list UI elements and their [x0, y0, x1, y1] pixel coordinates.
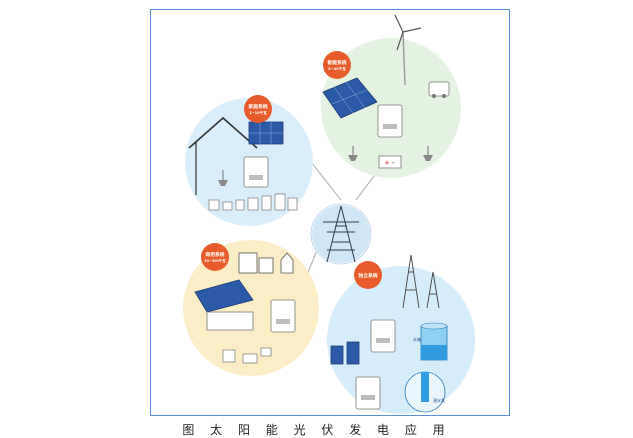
svg-text:-: - — [392, 159, 395, 167]
zone-independent: 水箱 潜水泵 独立系统 — [327, 254, 475, 414]
badge-independent: 独立系统 — [354, 261, 382, 289]
badge-household: 家庭系统 1~10千瓦 — [244, 95, 272, 123]
solar-panels-independent — [330, 341, 360, 365]
pump-well-icon: 潜水泵 — [404, 371, 446, 413]
solar-building — [194, 279, 254, 331]
tower-icons — [402, 254, 440, 309]
house-roof — [188, 116, 258, 149]
solar-panel-roof — [248, 121, 284, 145]
appliances-row — [208, 193, 298, 211]
badge-smart-subtitle: 5~40千瓦 — [328, 66, 346, 71]
building-icons — [238, 252, 294, 274]
water-tank-label: 水箱 — [413, 336, 421, 342]
zone-commercial: 商用系统 30~300千瓦 — [183, 240, 319, 376]
power-tower-icon — [323, 205, 359, 263]
water-tank-icon: 水箱 — [413, 322, 448, 361]
inverter-household — [243, 156, 269, 188]
zone-smart-system: + - 智能系统 5~40千瓦 — [321, 14, 461, 178]
appliances-commercial — [222, 347, 272, 364]
center-power-tower — [310, 203, 372, 265]
lamp-icon — [218, 170, 228, 186]
badge-smart-title: 智能系统 — [327, 59, 346, 66]
badge-commercial-title: 商用系统 — [205, 251, 224, 258]
solar-application-diagram: 家庭系统 1~10千瓦 — [183, 14, 475, 414]
pump-label: 潜水泵 — [433, 397, 445, 403]
badge-household-title: 家庭系统 — [248, 103, 267, 110]
lamp-icon-smart — [348, 146, 433, 161]
solar-panel-smart — [322, 77, 378, 119]
figure-caption: 图 太 阳 能 光 伏 发 电 应 用 — [182, 423, 451, 437]
battery-icon: + - — [378, 155, 402, 169]
zone-household: 家庭系统 1~10千瓦 — [185, 95, 313, 226]
generator-icon — [428, 81, 450, 98]
svg-text:+: + — [384, 159, 390, 167]
badge-commercial: 商用系统 30~300千瓦 — [201, 243, 229, 271]
badge-household-subtitle: 1~10千瓦 — [249, 110, 267, 115]
inverter-commercial — [270, 299, 296, 333]
badge-commercial-subtitle: 30~300千瓦 — [204, 258, 226, 263]
inverter-independent — [355, 319, 396, 410]
badge-independent-title: 独立系统 — [358, 272, 377, 279]
diagram-frame: 家庭系统 1~10千瓦 — [150, 9, 510, 416]
badge-smart-system: 智能系统 5~40千瓦 — [323, 51, 351, 79]
inverter-smart — [377, 104, 403, 138]
wind-turbine-icon — [394, 14, 422, 86]
